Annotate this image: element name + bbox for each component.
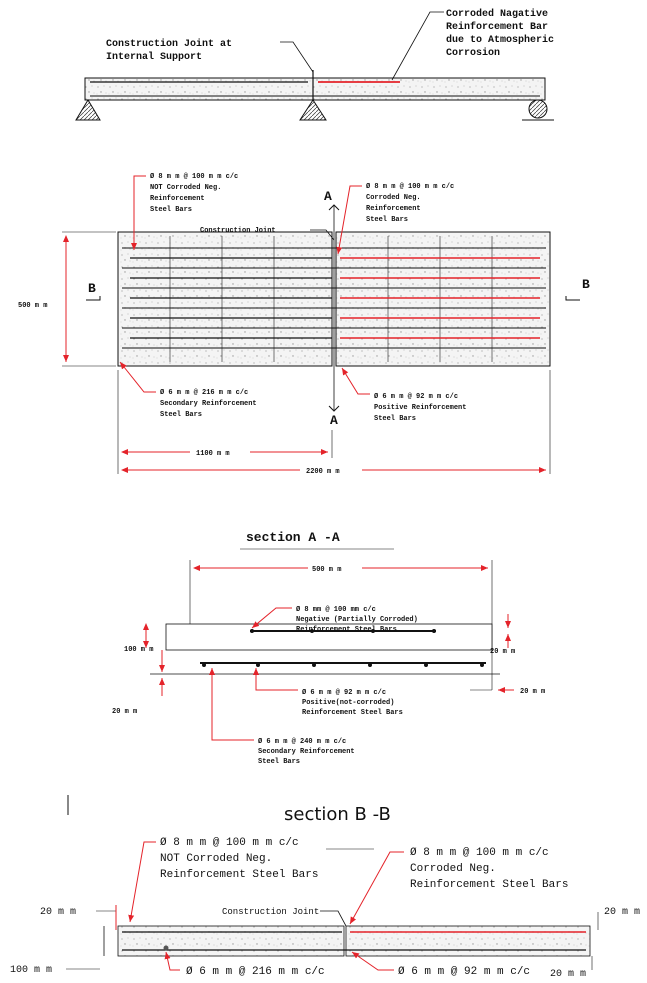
- joint-label-2: Internal Support: [106, 51, 202, 63]
- section-b-view: section B -B Ø 8 m m @ 100 m m c/c NOT C…: [10, 795, 640, 980]
- sec-b-depth: 100 m m: [10, 965, 52, 976]
- section-a-mark-bottom: A: [330, 413, 338, 428]
- elevation-view: Construction Joint at Internal Support C…: [75, 8, 554, 121]
- plan-nc-2: NOT Corroded Neg.: [150, 184, 221, 192]
- sec-a-cover-bottom-left: 20 m m: [112, 708, 137, 716]
- leader-positive-plan: [341, 367, 370, 395]
- plan-pos-1: Ø 6 m m @ 92 m m c/c: [374, 392, 458, 401]
- leader-not-corroded: [131, 175, 146, 250]
- leader-secondary-plan: [119, 361, 156, 393]
- sec-a-leader-neg: [251, 607, 292, 629]
- sec-a-depth: 100 m m: [124, 646, 153, 654]
- sec-b-c-1: Ø 8 m m @ 100 m m c/c: [410, 847, 549, 859]
- sec-a-pos-3: Reinforcement Steel Bars: [302, 709, 403, 717]
- section-b-title: section B -B: [284, 804, 391, 825]
- section-b-slab-left: [117, 925, 345, 957]
- sec-b-cover-left: 20 m m: [40, 907, 76, 918]
- plan-half-length: 1100 m m: [196, 450, 230, 458]
- sec-b-nc-3: Reinforcement Steel Bars: [160, 869, 318, 881]
- pin-support-left: [75, 99, 101, 121]
- plan-sec-2: Secondary Reinforcement: [160, 400, 257, 408]
- section-b-mark-left: B: [88, 281, 96, 296]
- plan-sec-1: Ø 6 m m @ 216 m m c/c: [160, 388, 248, 397]
- plan-c-4: Steel Bars: [366, 216, 408, 224]
- sec-a-sec-1: Ø 6 m m @ 240 m m c/c: [258, 737, 346, 746]
- plan-nc-3: Reinforcement: [150, 195, 205, 203]
- sec-b-nc-1: Ø 8 m m @ 100 m m c/c: [160, 837, 299, 849]
- sec-a-width: 500 m m: [312, 566, 341, 574]
- beam-elevation: [84, 77, 546, 101]
- leader-joint-plan: [310, 229, 335, 241]
- sec-a-cover-bottom-right: 20 m m: [520, 688, 545, 696]
- section-a-mark-top: A: [324, 189, 332, 204]
- sec-a-neg-1: Ø 8 mm @ 100 mm c/c: [296, 605, 376, 614]
- plan-view: A A B B Ø 8 m m @ 100 m m c/c NOT Corrod…: [18, 172, 590, 476]
- corroded-label-4: Corrosion: [446, 47, 500, 59]
- plan-sec-3: Steel Bars: [160, 411, 202, 419]
- sec-b-leader-c: [349, 851, 404, 925]
- sec-a-leader-pos: [253, 668, 298, 691]
- sec-b-joint: Construction Joint: [222, 907, 319, 917]
- sec-b-leader-sec: [164, 951, 180, 971]
- leader-joint: [280, 41, 314, 73]
- plan-nc-4: Steel Bars: [150, 206, 192, 214]
- slab-plan-left: [117, 231, 333, 367]
- sec-b-leader-pos: [351, 951, 394, 971]
- sec-a-sec-2: Secondary Reinforcement: [258, 748, 355, 756]
- pin-support-middle: [299, 99, 327, 121]
- leader-corroded: [391, 11, 444, 81]
- plan-joint: Construction Joint: [200, 227, 276, 235]
- corroded-label-2: Reinforcement Bar: [446, 21, 548, 33]
- sec-a-pos-1: Ø 6 m m @ 92 m m c/c: [302, 688, 386, 697]
- section-b-slab-right: [345, 925, 591, 957]
- plan-pos-3: Steel Bars: [374, 415, 416, 423]
- section-a-title: section A -A: [246, 530, 340, 545]
- slab-plan-right: [335, 231, 551, 367]
- plan-full-length: 2200 m m: [306, 468, 340, 476]
- plan-c-3: Reinforcement: [366, 205, 421, 213]
- section-a-slab: [165, 623, 493, 651]
- sec-a-neg-3: Reinforcement Steel Bars: [296, 626, 397, 634]
- sec-b-c-2: Corroded Neg.: [410, 863, 496, 875]
- plan-nc-1: Ø 8 m m @ 100 m m c/c: [150, 172, 238, 181]
- leader-corroded-plan: [336, 185, 362, 255]
- plan-pos-2: Positive Reinforcement: [374, 404, 466, 412]
- roller-support: [528, 99, 548, 119]
- sec-b-cover-bottom-right: 20 m m: [550, 969, 586, 980]
- joint-label-1: Construction Joint at: [106, 38, 232, 50]
- sec-b-c-3: Reinforcement Steel Bars: [410, 879, 568, 891]
- section-line-b-left: [86, 296, 101, 301]
- sec-b-cover-right: 20 m m: [604, 907, 640, 918]
- plan-c-1: Ø 8 m m @ 100 m m c/c: [366, 182, 454, 191]
- sec-a-cover-top: 20 m m: [490, 648, 515, 656]
- section-line-b-right: [565, 296, 580, 301]
- plan-c-2: Corroded Neg.: [366, 194, 421, 202]
- sec-a-sec-3: Steel Bars: [258, 758, 300, 766]
- sec-a-neg-2: Negative (Partially Corroded): [296, 616, 418, 624]
- sec-b-pos-1: Ø 6 m m @ 92 m m c/c: [398, 966, 530, 978]
- sec-a-leader-sec: [209, 668, 254, 741]
- sec-b-sec-1: Ø 6 m m @ 216 m m c/c: [186, 966, 325, 978]
- section-a-view: section A -A 500 m m Ø 8 mm @ 100 mm c/c…: [112, 530, 545, 766]
- corroded-label-1: Corroded Nagative: [446, 8, 548, 20]
- plan-height-dim: 500 m m: [18, 302, 47, 310]
- corroded-label-3: due to Atmospheric: [446, 34, 554, 46]
- sec-b-nc-2: NOT Corroded Neg.: [160, 853, 272, 865]
- sec-a-pos-2: Positive(not-corroded): [302, 699, 394, 707]
- section-b-mark-right: B: [582, 277, 590, 292]
- sec-b-leader-nc: [128, 841, 156, 923]
